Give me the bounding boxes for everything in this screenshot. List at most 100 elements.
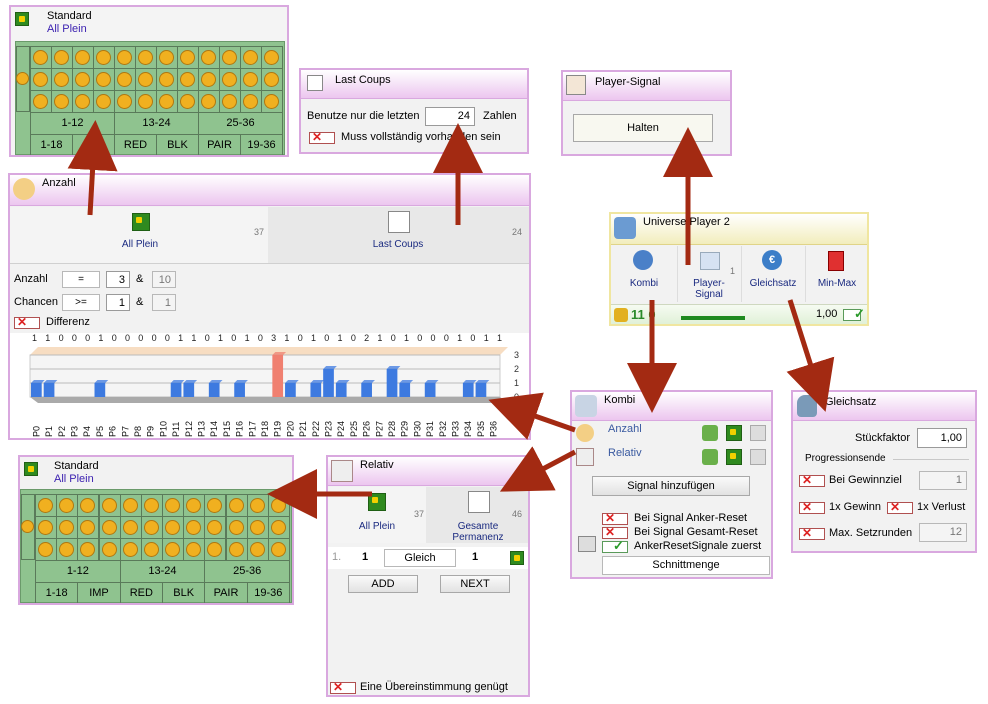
chip [186, 520, 202, 535]
differenz-checkbox[interactable] [14, 315, 40, 329]
thumbs-up-icon[interactable] [702, 425, 718, 441]
chart-bar-top [285, 380, 299, 383]
chart-x-tick: P11 [171, 422, 181, 437]
chancen-value2-input[interactable]: 1 [152, 294, 176, 311]
chart-x-tick: P9 [146, 426, 156, 437]
all-plein-icon[interactable] [726, 425, 742, 441]
universe-ok-check[interactable] [843, 306, 865, 322]
outside-bet-cell[interactable]: PAIR [204, 582, 248, 603]
outside-bet-cell[interactable]: IMP [77, 582, 121, 603]
last-coups-label-suffix: Zahlen [483, 110, 517, 122]
signal-add-button[interactable]: Signal hinzufügen [592, 476, 750, 496]
chip [228, 498, 244, 513]
outside-bet-cell[interactable]: BLK [156, 134, 199, 155]
verlust-checkbox[interactable] [887, 500, 913, 514]
universe-progress [681, 316, 745, 320]
add-button[interactable]: ADD [348, 575, 418, 593]
kombi-item-relativ[interactable]: Relativ [574, 446, 769, 468]
outside-bet-cell[interactable]: PAIR [198, 134, 241, 155]
gewinnziel-checkbox[interactable] [799, 473, 825, 487]
outside-bet-cell[interactable]: RED [114, 134, 157, 155]
tab-kombi[interactable]: Kombi [613, 246, 675, 302]
anzahl-tab-all-plein[interactable]: All Plein 37 [10, 207, 268, 263]
tab-player-signal[interactable]: 1 Player-Signal [677, 246, 740, 302]
max-checkbox[interactable] [799, 526, 825, 540]
outside-bet-cell[interactable]: IMP [72, 134, 115, 155]
tab-min-max[interactable]: Min-Max [805, 246, 867, 302]
next-label: NEXT [460, 578, 490, 590]
anker-first-checkbox[interactable] [602, 538, 628, 554]
chip [38, 520, 54, 535]
chancen-amp: & [136, 296, 144, 308]
chip [222, 50, 237, 65]
relativ-tab-all-plein[interactable]: All Plein 37 [328, 487, 426, 543]
chip [186, 542, 202, 557]
relativ-op-select[interactable]: Gleich [384, 549, 456, 567]
gleichsatz-title: Gleichsatz [825, 396, 877, 408]
thumbs-up-icon[interactable] [702, 449, 718, 465]
outside-bet-cell[interactable]: 1-18 [30, 134, 73, 155]
chancen-op-select[interactable]: >= [62, 294, 100, 311]
all-plein-icon [15, 12, 29, 26]
next-button[interactable]: NEXT [440, 575, 510, 593]
count-icon [13, 178, 35, 200]
relativ-small-icon [576, 448, 594, 466]
anker-reset-checkbox[interactable] [602, 511, 628, 525]
chip [80, 520, 96, 535]
max-label: Max. Setzrunden [829, 527, 913, 539]
chart-x-tick: P21 [298, 421, 308, 437]
refresh-icon[interactable] [578, 536, 596, 552]
relativ-tab1-label: All Plein [358, 521, 396, 532]
all-plein-icon[interactable] [726, 449, 742, 465]
chip [54, 50, 69, 65]
one-match-checkbox[interactable] [330, 680, 356, 694]
relativ-right-value[interactable]: 1 [472, 551, 479, 563]
player-signal-title: Player-Signal [595, 76, 661, 88]
anchor-icon[interactable] [750, 449, 766, 465]
gewinnziel-input[interactable]: 1 [919, 471, 967, 490]
all-plein-icon[interactable] [510, 551, 524, 565]
mode-select[interactable]: Schnittmenge [602, 556, 770, 575]
halten-button[interactable]: Halten [573, 114, 713, 142]
outside-bet-cell[interactable]: BLK [162, 582, 206, 603]
outside-bet-cell[interactable]: 19-36 [246, 582, 290, 603]
relativ-row-index: 1. [332, 551, 342, 563]
chancen-value-input[interactable]: 1 [106, 294, 130, 311]
anzahl-panel: Anzahl All Plein 37 Last Coups 24 Anzahl… [8, 173, 531, 440]
anchor-icon[interactable] [750, 425, 766, 441]
anzahl-tab-last-coups[interactable]: Last Coups 24 [270, 207, 529, 263]
complete-required-checkbox[interactable] [309, 130, 335, 144]
dozen-cell[interactable]: 25-36 [198, 112, 283, 135]
chart-x-tick: P7 [120, 426, 130, 437]
outside-bet-cell[interactable]: RED [119, 582, 163, 603]
chart-bar [285, 383, 296, 397]
relativ-left-value[interactable]: 1 [362, 551, 369, 563]
dozen-cell[interactable]: 13-24 [114, 112, 199, 135]
coins-icon [614, 308, 628, 322]
tab-gleichsatz[interactable]: € Gleichsatz [741, 246, 804, 302]
chart-x-tick: P1 [44, 426, 54, 437]
stueckfaktor-input[interactable]: 1,00 [917, 428, 967, 448]
outside-bet-cell[interactable]: 1-18 [35, 582, 79, 603]
last-coups-count-input[interactable]: 24 [425, 107, 475, 126]
anzahl-op-select[interactable]: = [62, 271, 100, 288]
outside-bet-cell[interactable]: 19-36 [240, 134, 283, 155]
chip [33, 50, 48, 65]
anzahl-value2-input[interactable]: 10 [152, 271, 176, 288]
chip [165, 498, 181, 513]
anzahl-value-input[interactable]: 3 [106, 271, 130, 288]
dozen-cell[interactable]: 1-12 [35, 560, 121, 583]
kombi-item-anzahl[interactable]: Anzahl [574, 422, 769, 444]
relativ-tabs: All Plein 37 Gesamte Permanenz 46 [328, 487, 528, 543]
dozen-cell[interactable]: 1-12 [30, 112, 115, 135]
universe-panel: Universe Player 2 Kombi 1 Player-Signal … [609, 212, 869, 326]
dozen-cell[interactable]: 13-24 [119, 560, 206, 583]
dozen-cell[interactable]: 25-36 [204, 560, 290, 583]
max-input[interactable]: 12 [919, 523, 967, 542]
chart-bar-top [399, 380, 414, 383]
film-icon [388, 211, 410, 233]
relativ-tab-gesamte[interactable]: Gesamte Permanenz 46 [428, 487, 528, 543]
chip [75, 50, 90, 65]
gewinn-checkbox[interactable] [799, 500, 825, 514]
